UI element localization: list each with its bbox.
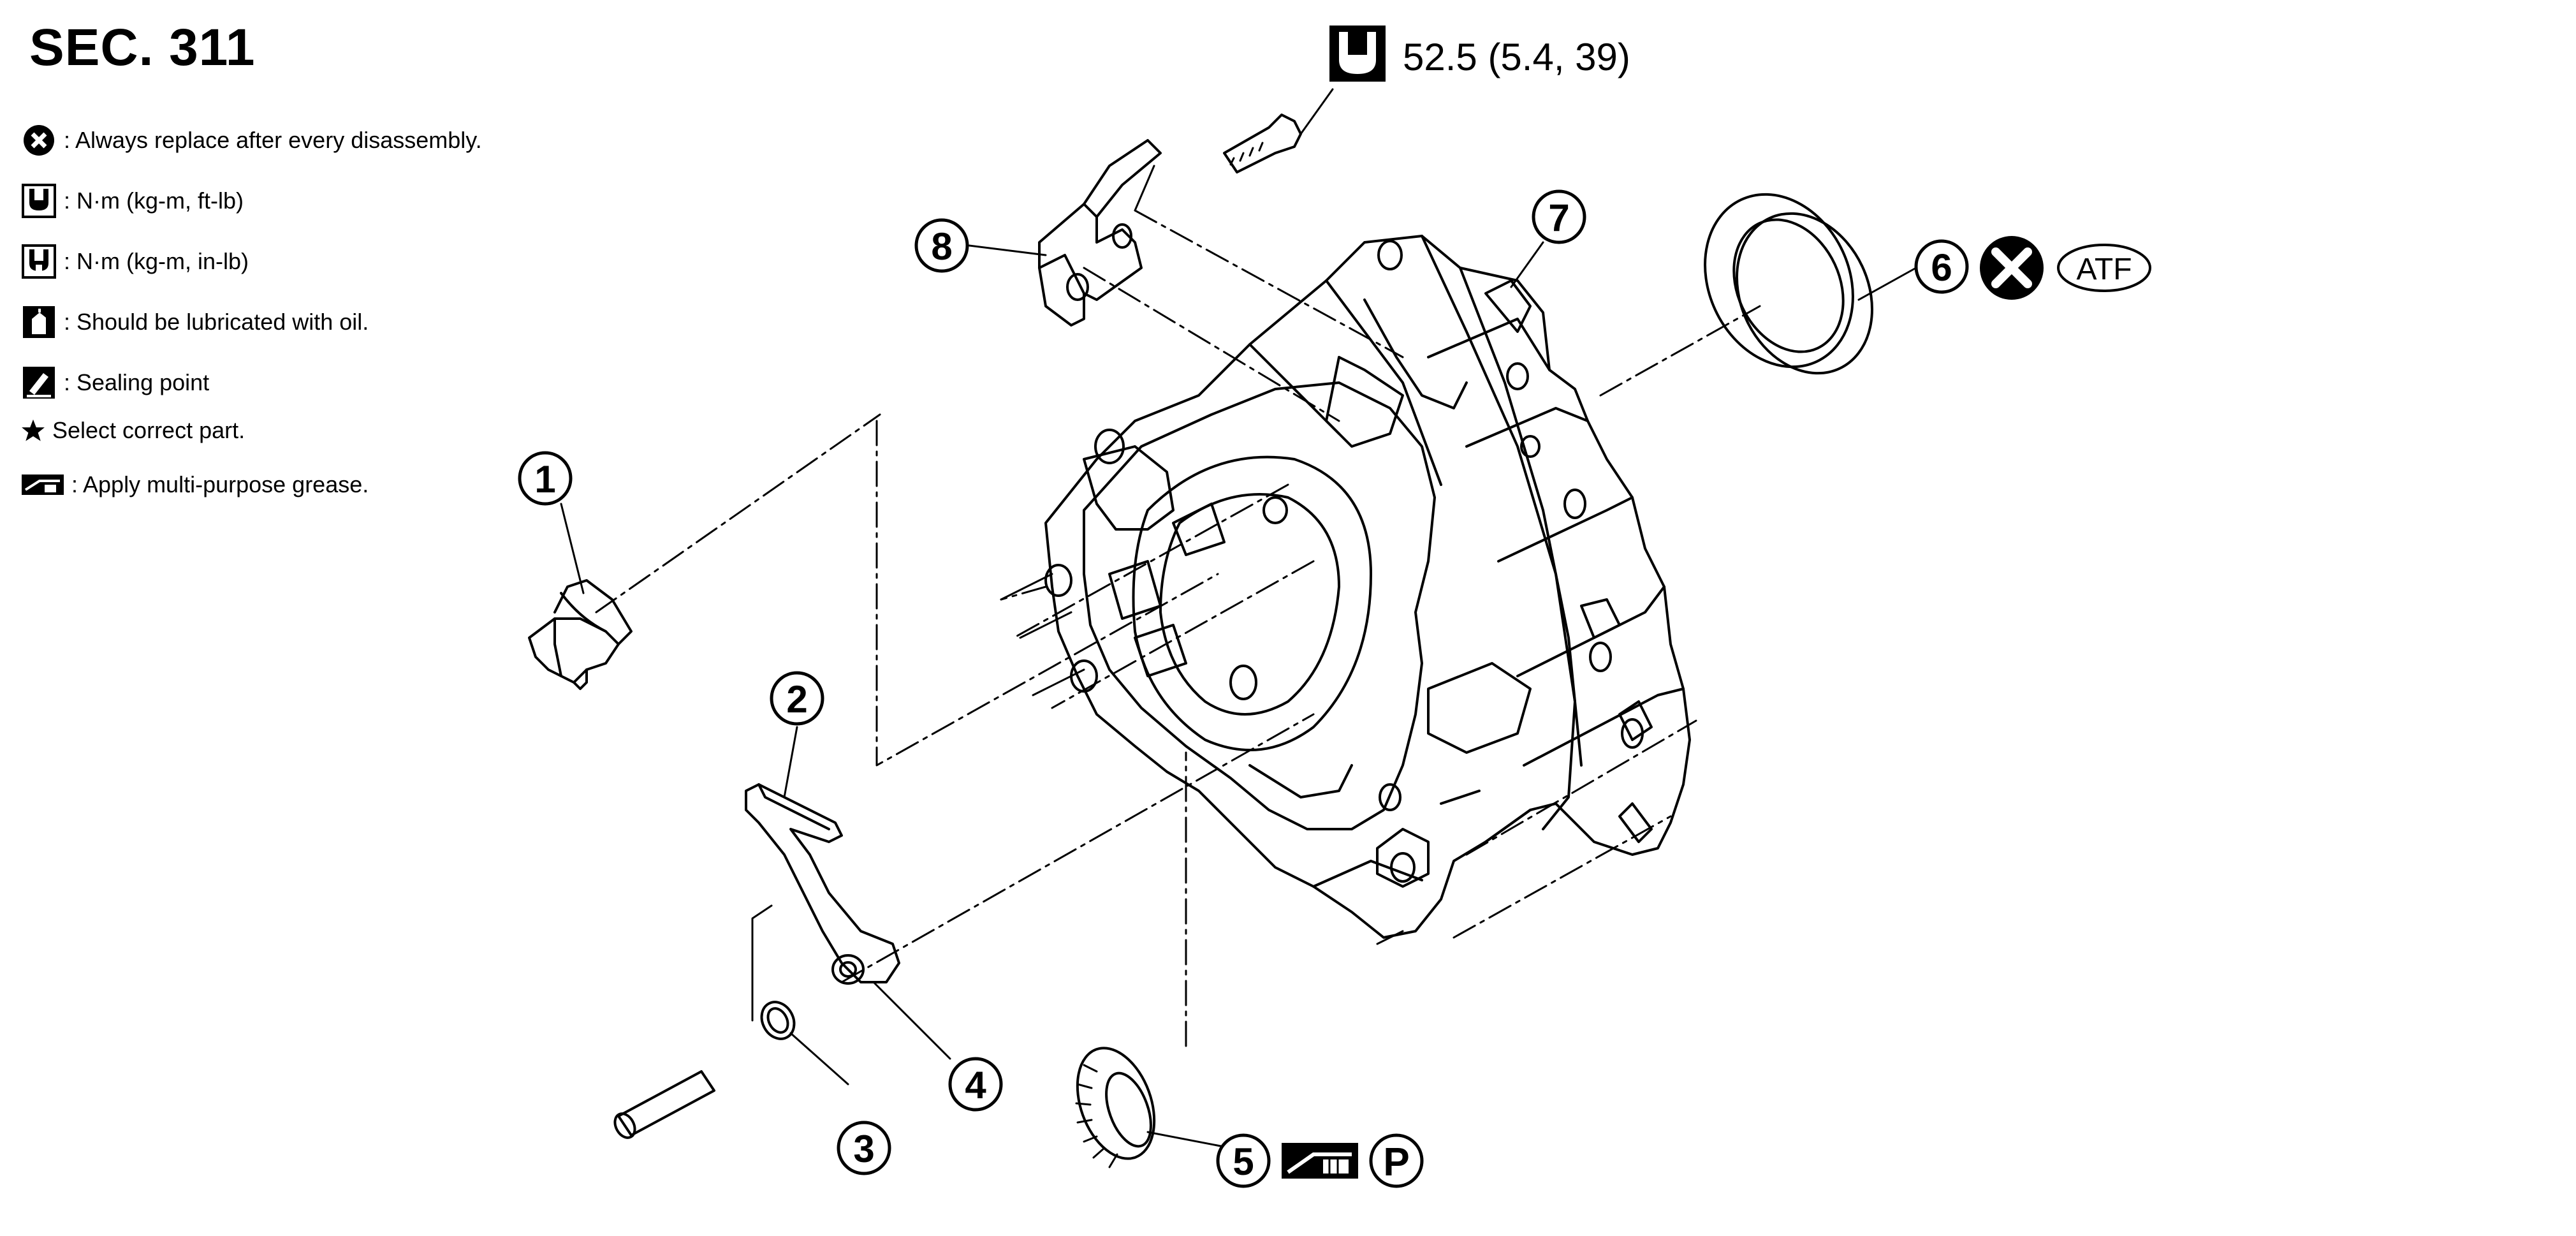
leader-lines bbox=[560, 241, 1917, 1149]
torque-spec: 52.5 (5.4, 39) bbox=[1403, 36, 1630, 78]
legend-row-replace: : Always replace after every disassembly… bbox=[20, 121, 482, 159]
callouts: 1 2 3 4 5 6 7 bbox=[518, 189, 1969, 1188]
legend-row-torque-ftlb: : N·m (kg-m, ft-lb) bbox=[20, 182, 244, 220]
callout-5: 5 bbox=[1216, 1133, 1271, 1188]
callout-4: 4 bbox=[948, 1057, 1003, 1112]
star-icon bbox=[22, 419, 45, 441]
legend-text: : N·m (kg-m, in-lb) bbox=[64, 248, 249, 274]
svg-text:1: 1 bbox=[534, 458, 555, 501]
grease-icon bbox=[1282, 1143, 1358, 1179]
callout-7: 7 bbox=[1532, 189, 1586, 244]
replace-icon bbox=[24, 125, 54, 156]
torque-ftlb-icon bbox=[22, 184, 56, 218]
torque-inlb-icon bbox=[22, 244, 56, 279]
legend-text: : Always replace after every disassembly… bbox=[64, 127, 482, 153]
legend-row-oil: : Should be lubricated with oil. bbox=[20, 303, 369, 341]
part-5-washer bbox=[1075, 1047, 1156, 1168]
stub-lines bbox=[1000, 573, 1404, 945]
part-8-bracket bbox=[1038, 139, 1162, 327]
callout-1: 1 bbox=[518, 451, 573, 506]
sealing-point-icon bbox=[23, 367, 55, 399]
svg-text:7: 7 bbox=[1548, 196, 1569, 239]
transmission-case bbox=[1044, 235, 1691, 939]
legend-row-torque-inlb: : N·m (kg-m, in-lb) bbox=[20, 242, 249, 281]
oil-can-icon bbox=[23, 306, 55, 338]
part-1-bracket bbox=[528, 579, 633, 690]
part-6-oil-seal bbox=[1704, 193, 1873, 375]
legend-row-star: Select correct part. bbox=[20, 411, 245, 450]
callout-8: 8 bbox=[914, 218, 969, 273]
alignment-lines bbox=[595, 209, 1761, 1047]
atf-badge: ATF bbox=[2057, 244, 2151, 292]
part-3-pin bbox=[613, 904, 796, 1139]
grease-icon bbox=[22, 475, 64, 495]
callout-2: 2 bbox=[770, 671, 824, 726]
callout-3: 3 bbox=[837, 1121, 891, 1175]
svg-text:8: 8 bbox=[931, 225, 952, 268]
svg-text:ATF: ATF bbox=[2076, 253, 2132, 286]
svg-text:2: 2 bbox=[786, 678, 807, 721]
svg-text:3: 3 bbox=[853, 1128, 874, 1170]
legend-text: : Should be lubricated with oil. bbox=[64, 309, 369, 335]
legend-text: : Apply multi-purpose grease. bbox=[71, 471, 369, 497]
legend-text: Select correct part. bbox=[52, 417, 245, 443]
section-title: SEC. 311 bbox=[29, 18, 256, 77]
legend-text: : Sealing point bbox=[64, 369, 210, 395]
svg-text:6: 6 bbox=[1931, 246, 1952, 289]
p-badge: P bbox=[1369, 1133, 1424, 1188]
legend-row-sealing: : Sealing point bbox=[20, 364, 209, 402]
legend-row-grease: : Apply multi-purpose grease. bbox=[20, 466, 369, 504]
case-bolt-holes bbox=[1044, 240, 1644, 883]
svg-text:P: P bbox=[1383, 1140, 1409, 1184]
legend-text: : N·m (kg-m, ft-lb) bbox=[64, 188, 244, 214]
svg-text:4: 4 bbox=[965, 1064, 986, 1107]
svg-text:5: 5 bbox=[1233, 1140, 1254, 1183]
part-2-lever bbox=[745, 783, 900, 985]
replace-icon bbox=[1980, 236, 2044, 300]
bolt bbox=[1223, 88, 1334, 173]
torque-ftlb-icon bbox=[1329, 26, 1386, 82]
callout-6: 6 bbox=[1914, 239, 1969, 294]
